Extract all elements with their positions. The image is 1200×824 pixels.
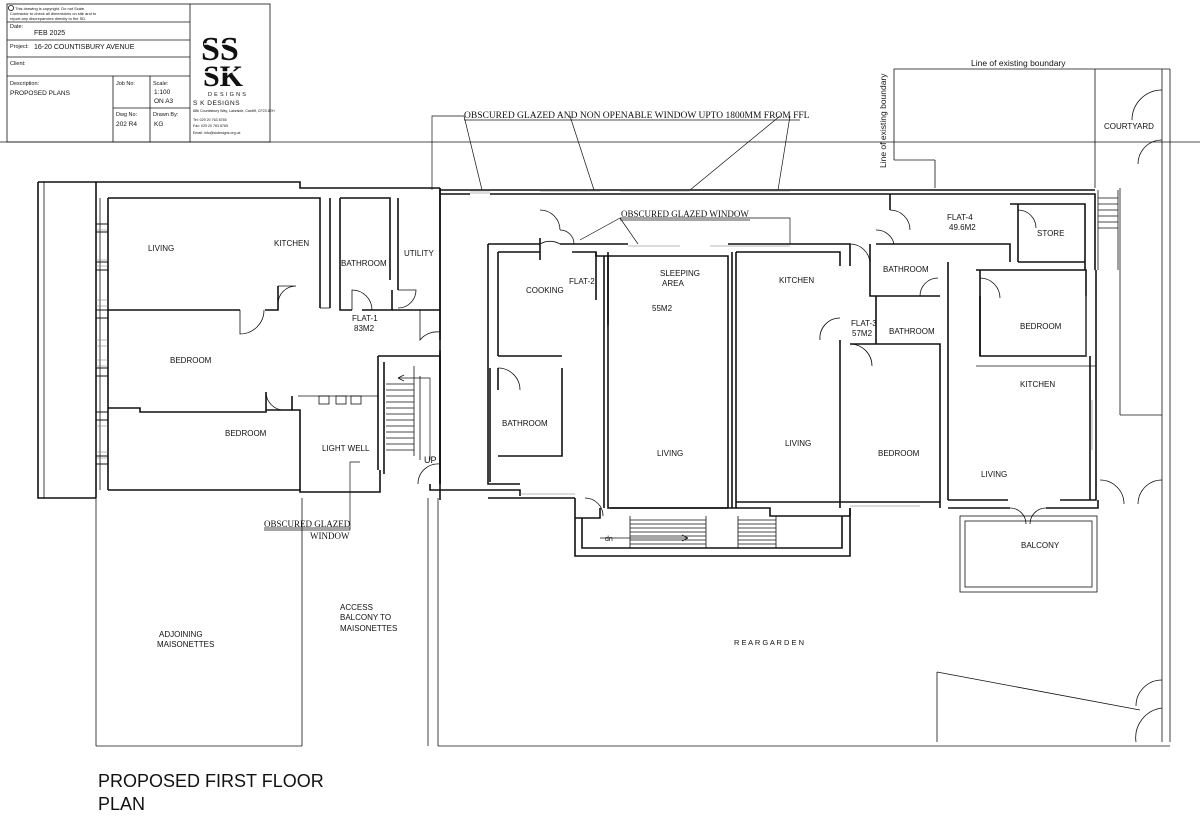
stair-up-label: UP bbox=[424, 455, 437, 465]
copyright-note-1: This drawing is copyright. Do not Scale. bbox=[15, 6, 85, 11]
flat2-sleeping-label-1: SLEEPING bbox=[660, 269, 700, 278]
balcony-outline bbox=[959, 515, 1098, 593]
flat1-kitchen-label: KITCHEN bbox=[274, 239, 309, 248]
scale-value-2: ON A3 bbox=[154, 98, 174, 105]
project-value: 16-20 COUNTISBURY AVENUE bbox=[34, 44, 135, 51]
obscured-window-note-mid: OBSCURED GLAZED WINDOW bbox=[621, 209, 749, 219]
windows bbox=[95, 190, 1093, 507]
garden-stair bbox=[600, 516, 777, 548]
adjoining-label-2: MAISONETTES bbox=[157, 640, 214, 649]
company-address: 88b Countisbury Way, Lakeside, Cardiff, … bbox=[193, 109, 275, 113]
flat1-area-label: 83M2 bbox=[354, 324, 375, 333]
stair-down-label: dn bbox=[605, 536, 613, 543]
obscured-window-note-top: OBSCURED GLAZED AND NON OPENABLE WINDOW … bbox=[464, 111, 810, 121]
client-label: Client: bbox=[10, 61, 26, 67]
description-label: Description: bbox=[10, 81, 40, 87]
flat3-name-label: FLAT-3 bbox=[851, 319, 877, 328]
building-walls bbox=[37, 181, 1119, 593]
room-labels: LIVING KITCHEN BATHROOM UTILITY FLAT-1 8… bbox=[148, 213, 1064, 649]
obscured-window-note-bottom-1: OBSCURED GLAZED bbox=[264, 519, 351, 529]
annotation-leaders bbox=[264, 115, 800, 531]
flat4-store-label: STORE bbox=[1037, 229, 1064, 238]
flat3-kitchen-label: KITCHEN bbox=[779, 276, 814, 285]
boundary-label-vertical: Line of existing boundary bbox=[878, 73, 888, 168]
drawing-title-line-1: PROPOSED FIRST FLOOR bbox=[98, 771, 324, 791]
annotation-labels: OBSCURED GLAZED AND NON OPENABLE WINDOW … bbox=[264, 58, 1154, 541]
flat1-name-label: FLAT-1 bbox=[352, 314, 378, 323]
courtyard-steps bbox=[1097, 190, 1119, 270]
flat4-area-label: 49.6M2 bbox=[949, 223, 976, 232]
flat2-sleeping-label-2: AREA bbox=[662, 279, 684, 288]
flat2-area-label: 55M2 bbox=[652, 304, 673, 313]
balcony-label: BALCONY bbox=[1021, 541, 1060, 550]
flat2-bathroom-label: BATHROOM bbox=[502, 419, 548, 428]
description-value: PROPOSED PLANS bbox=[10, 90, 71, 97]
drawing-title-line-2: PLAN bbox=[98, 794, 145, 814]
doors bbox=[239, 89, 1163, 743]
site-boundary-lines bbox=[0, 68, 1200, 747]
access-label-1: ACCESS bbox=[340, 603, 373, 612]
svg-text:SS: SS bbox=[201, 31, 239, 68]
company-email: Email: info@skdesigns.org.uk bbox=[193, 131, 241, 135]
flat1-bedroom1-label: BEDROOM bbox=[170, 356, 212, 365]
light-well-label: LIGHT WELL bbox=[322, 444, 370, 453]
flat2-living-label: LIVING bbox=[657, 449, 683, 458]
copyright-note-2: Contractor to check all dimensions on si… bbox=[10, 11, 97, 16]
svg-text:SK: SK bbox=[203, 60, 244, 93]
date-value: FEB 2025 bbox=[34, 30, 65, 37]
company-name: S K DESIGNS bbox=[193, 100, 240, 107]
flat4-bedroom-label: BEDROOM bbox=[1020, 322, 1062, 331]
scale-label: Scale: bbox=[153, 81, 169, 87]
flat4-kitchen-label: KITCHEN bbox=[1020, 380, 1055, 389]
rear-garden-label: R E A R G A R D E N bbox=[734, 638, 804, 647]
flat1-bedroom2-label: BEDROOM bbox=[225, 429, 267, 438]
drawing-title: PROPOSED FIRST FLOOR PLAN bbox=[98, 771, 324, 814]
flat1-living-label: LIVING bbox=[148, 244, 174, 253]
flat4-name-label: FLAT-4 bbox=[947, 213, 973, 222]
sk-designs-logo-icon: SS SK bbox=[201, 31, 258, 93]
courtyard-label: COURTYARD bbox=[1104, 122, 1154, 131]
copyright-note-3: report any discrepancies directly to the… bbox=[10, 16, 86, 21]
dwg-no-label: Dwg No: bbox=[116, 112, 138, 118]
boundary-label-horizontal: Line of existing boundary bbox=[971, 58, 1066, 68]
flat3-living-label: LIVING bbox=[785, 439, 811, 448]
job-no-label: Job No: bbox=[116, 81, 135, 87]
flat2-cooking-label: COOKING bbox=[526, 286, 564, 295]
flat3-area-label: 57M2 bbox=[852, 329, 873, 338]
date-label: Date: bbox=[10, 24, 24, 30]
company-tel: Tel: 029 20 763 8765 bbox=[193, 118, 227, 122]
access-label-3: MAISONETTES bbox=[340, 624, 397, 633]
flat3-bedroom-label: BEDROOM bbox=[878, 449, 920, 458]
main-stair: UP dn bbox=[386, 366, 613, 543]
project-label: Project: bbox=[10, 44, 29, 50]
flat3-bathroom1-label: BATHROOM bbox=[883, 265, 929, 274]
flat3-bathroom2-label: BATHROOM bbox=[889, 327, 935, 336]
obscured-window-note-bottom-2: WINDOW bbox=[310, 531, 350, 541]
scale-value-1: 1:100 bbox=[154, 89, 171, 96]
flat4-living-label: LIVING bbox=[981, 470, 1007, 479]
adjoining-label-1: ADJOINING bbox=[159, 630, 203, 639]
flat2-name-label: FLAT-2 bbox=[569, 277, 595, 286]
logo-caption: DESIGNS bbox=[208, 92, 248, 98]
access-label-2: BALCONY TO bbox=[340, 613, 391, 622]
drawn-by-value: KG bbox=[154, 121, 163, 128]
drawn-by-label: Drawn By: bbox=[153, 112, 179, 118]
company-fax: Fax: 029 20 763 8765 bbox=[193, 124, 228, 128]
flat1-utility-label: UTILITY bbox=[404, 249, 434, 258]
dwg-no-value: 202 R4 bbox=[116, 121, 137, 128]
flat1-bathroom-label: BATHROOM bbox=[341, 259, 387, 268]
title-block: This drawing is copyright. Do not Scale.… bbox=[6, 3, 275, 143]
